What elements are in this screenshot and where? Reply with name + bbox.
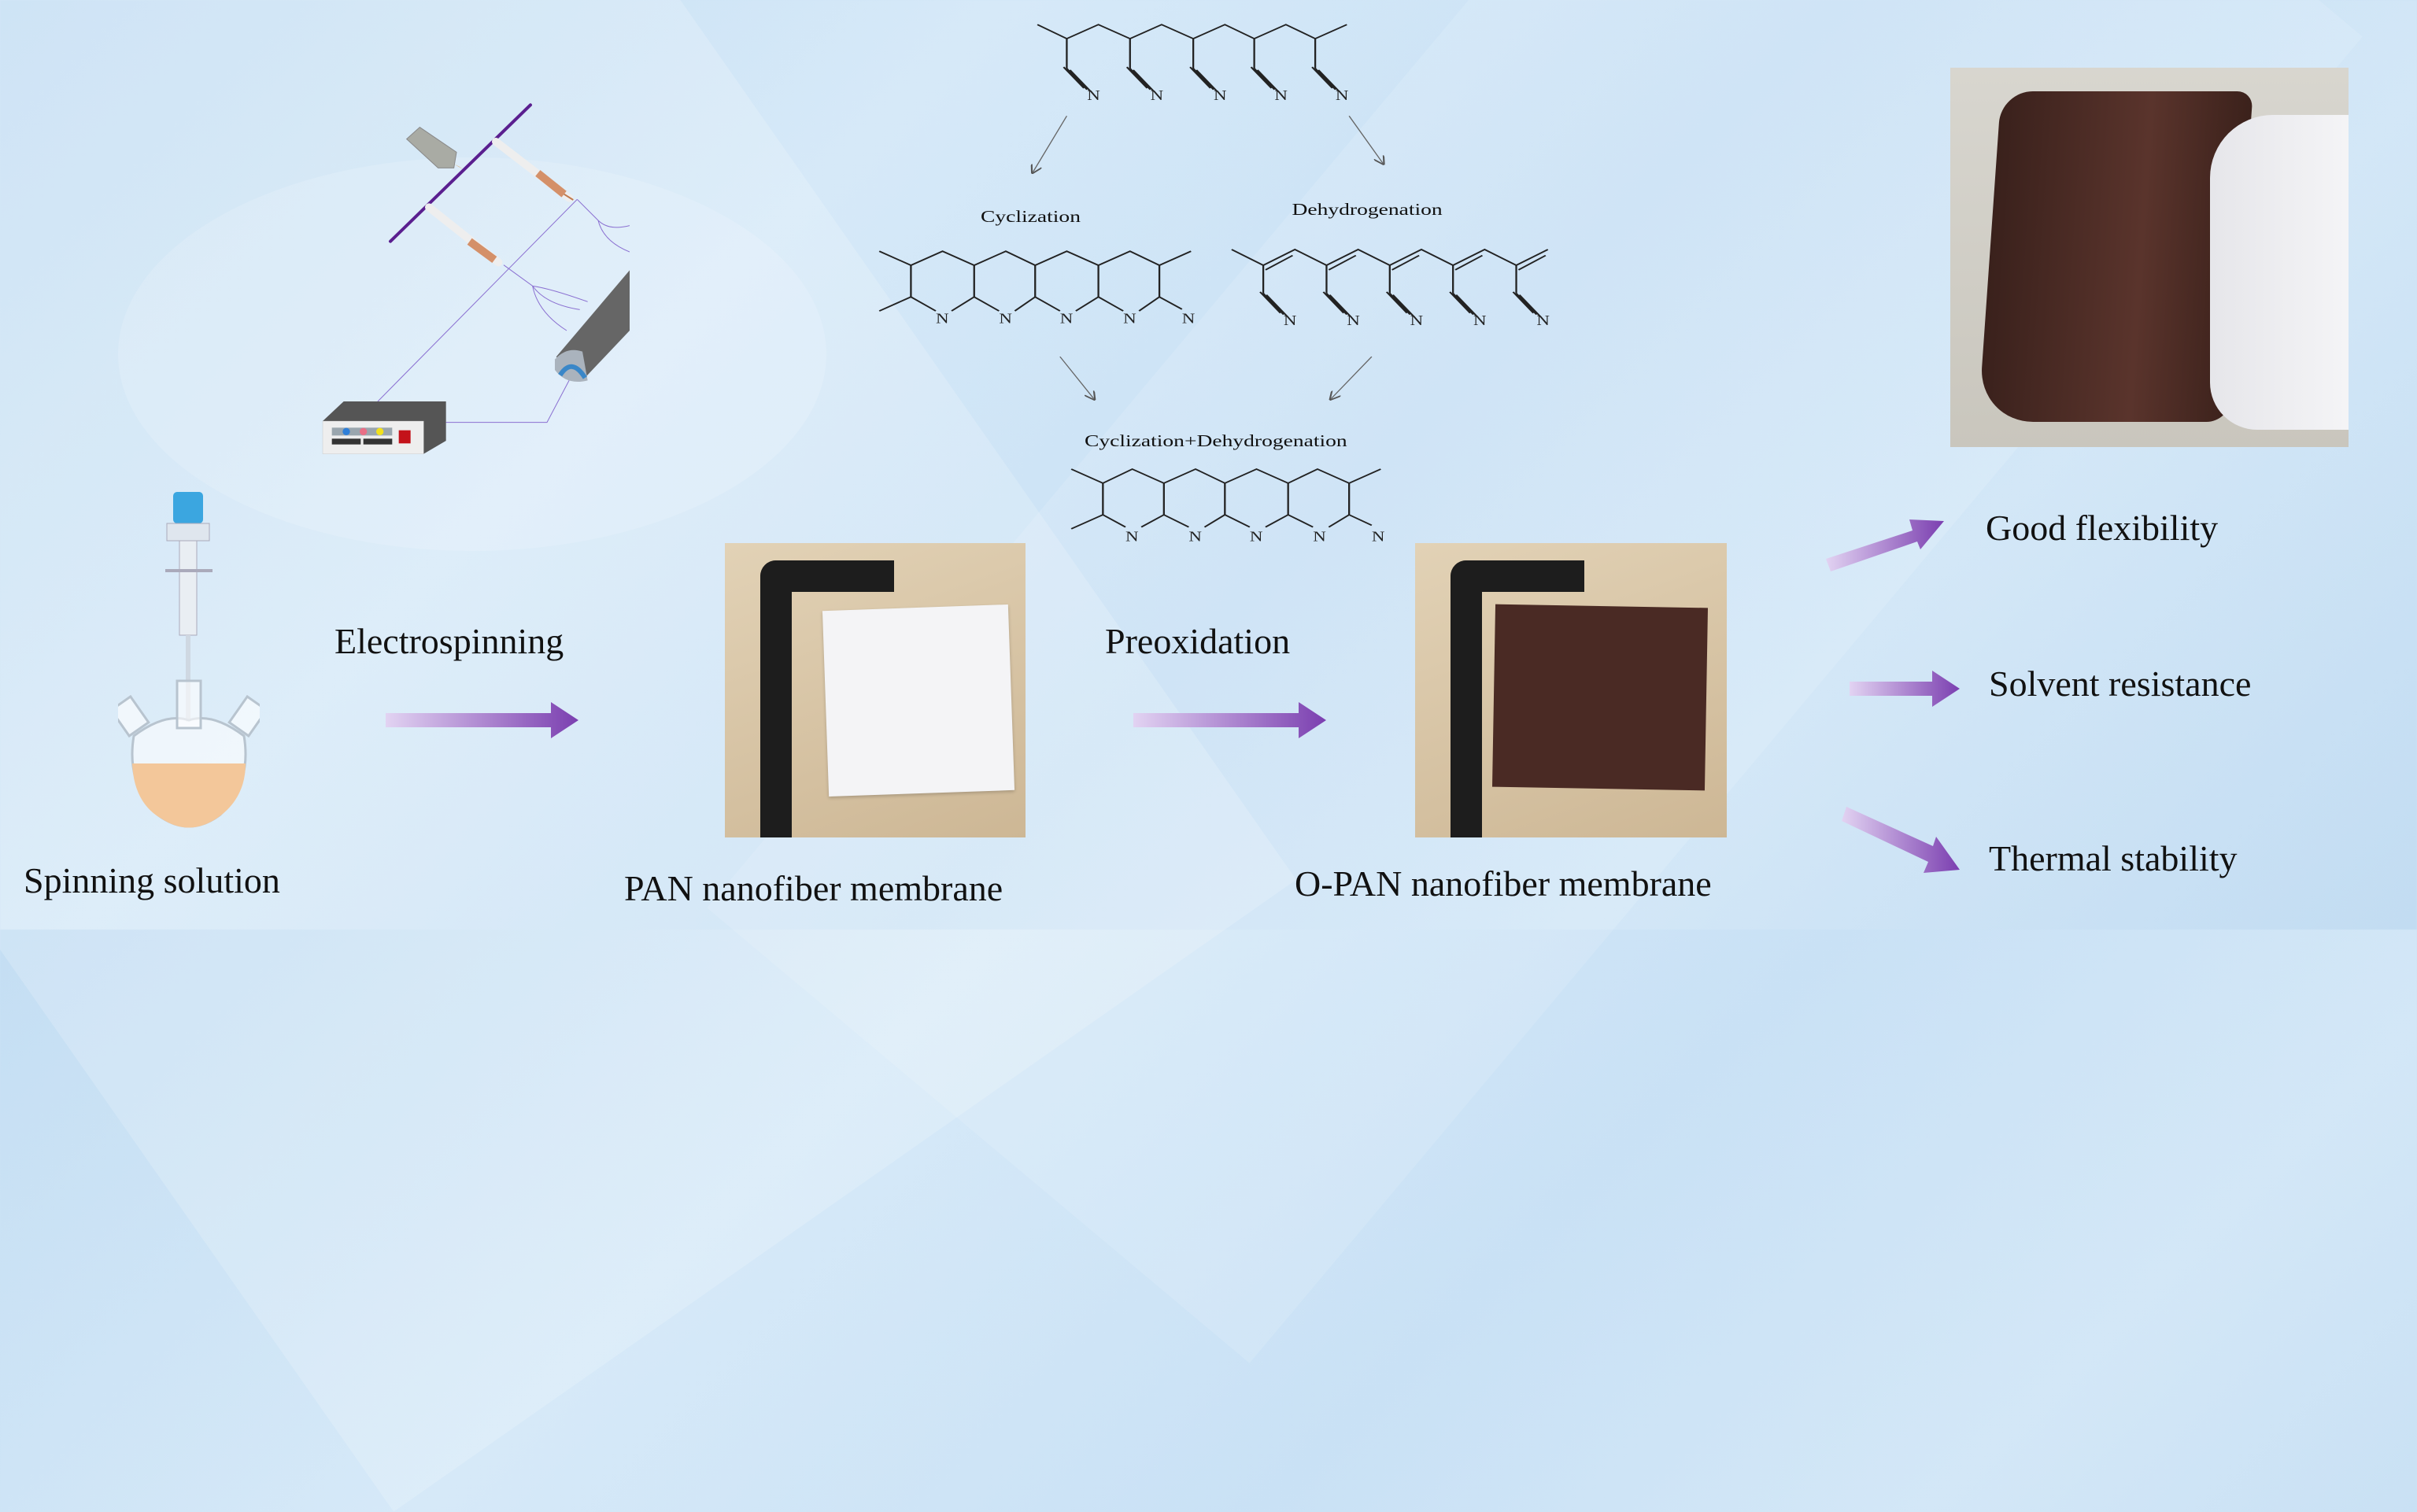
pan-membrane-sample — [822, 604, 1015, 797]
nitrogen-atom: N — [1060, 312, 1074, 327]
nitrogen-atom: N — [1284, 313, 1297, 328]
gloved-hand — [2210, 115, 2349, 430]
pan-reaction-scheme: N N N N N N N N N N N N N N N N N N N N Cyclization Dehydro… — [878, 24, 1550, 545]
combined-label: Cyclization+Dehydrogenation — [1085, 432, 1347, 450]
property-solvent-resistance: Solvent resistance — [1989, 664, 2252, 704]
electrospinning-apparatus — [322, 103, 630, 454]
property-good-flexibility: Good flexibility — [1986, 508, 2219, 548]
property-arrow — [1850, 671, 1960, 707]
nitrogen-atom: N — [1473, 313, 1487, 328]
nitrogen-atom: N — [1182, 312, 1196, 327]
nitrogen-atom: N — [1347, 313, 1360, 328]
pan-membrane-photo — [725, 543, 1026, 837]
flask-icon — [118, 492, 260, 828]
ruler-icon — [1451, 560, 1482, 837]
opan-membrane-photo — [1415, 543, 1727, 837]
nitrogen-atom: N — [1214, 88, 1227, 103]
nitrogen-atom: N — [1188, 530, 1202, 545]
opan-membrane-label: O-PAN nanofiber membrane — [1295, 863, 1712, 904]
collector-drum-icon — [555, 270, 630, 382]
property-arrow — [1826, 519, 1944, 571]
electrospinning-label: Electrospinning — [334, 621, 564, 661]
process-arrow — [1133, 702, 1326, 738]
cyclization-label: Cyclization — [981, 208, 1081, 226]
flexibility-photo — [1950, 68, 2349, 447]
nitrogen-atom: N — [1274, 88, 1288, 103]
property-thermal-stability: Thermal stability — [1989, 838, 2238, 878]
spinning-solution-label: Spinning solution — [24, 860, 280, 900]
ruler-icon — [760, 560, 792, 837]
power-supply-icon — [322, 401, 446, 454]
nitrogen-atom: N — [1250, 530, 1263, 545]
nitrogen-atom: N — [999, 312, 1012, 327]
syringe-icon — [492, 138, 574, 202]
property-arrow — [1842, 807, 1960, 873]
nitrogen-atom: N — [936, 312, 949, 327]
pan-chain — [1037, 24, 1347, 40]
nitrogen-atom: N — [1336, 88, 1349, 103]
nitrogen-atom: N — [1372, 530, 1385, 545]
nitrogen-atom: N — [1125, 530, 1139, 545]
ruler-icon — [760, 560, 894, 592]
process-arrow — [386, 702, 578, 738]
nitrogen-atom: N — [1123, 312, 1136, 327]
nitrogen-atom: N — [1151, 88, 1164, 103]
dehydrogenation-label: Dehydrogenation — [1292, 201, 1443, 219]
nitrogen-atom: N — [1087, 88, 1100, 103]
syringe-icon — [425, 203, 503, 267]
nitrogen-atom: N — [1313, 530, 1326, 545]
pan-membrane-label: PAN nanofiber membrane — [624, 868, 1003, 908]
ruler-icon — [1451, 560, 1584, 592]
nozzle-icon — [405, 127, 464, 169]
nitrogen-atom: N — [1536, 313, 1550, 328]
nitrogen-atom: N — [1410, 313, 1424, 328]
reaction-arrows — [1033, 116, 1383, 398]
preoxidation-label: Preoxidation — [1105, 621, 1291, 661]
opan-membrane-sample — [1491, 604, 1709, 791]
